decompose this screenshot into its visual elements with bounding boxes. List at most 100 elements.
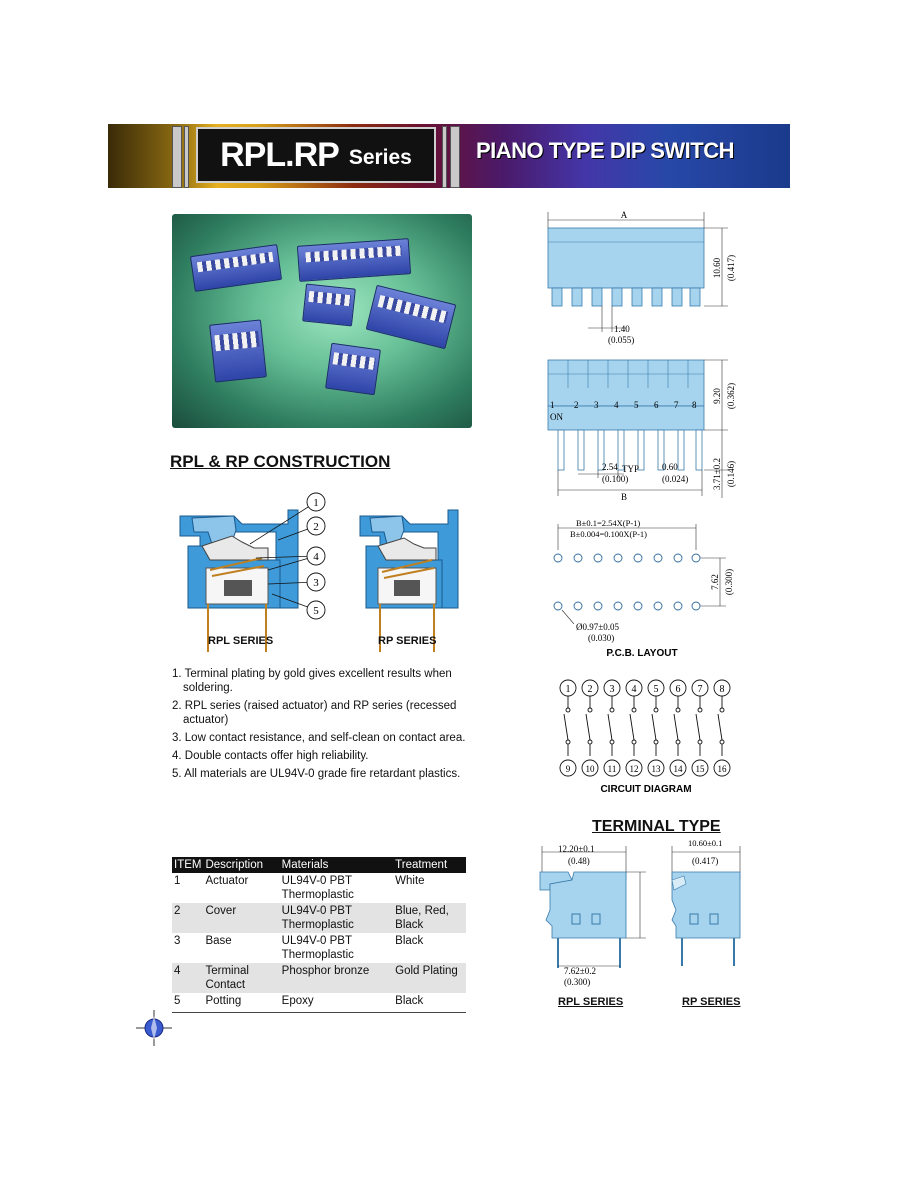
circuit-pin: 8 xyxy=(720,684,725,695)
dim-label: 10.60±0.1 xyxy=(688,840,722,848)
dim-label: (0.055) xyxy=(608,335,634,345)
table-header-row: ITEM Description Materials Treatment xyxy=(172,857,466,873)
dim-label: (0.48) xyxy=(568,856,590,866)
bracket-left-inner xyxy=(184,126,189,188)
circuit-pin: 6 xyxy=(676,684,681,695)
dim-label: B±0.1=2.54X(P-1) xyxy=(576,518,640,528)
photo-switch xyxy=(296,238,412,282)
front-view-drawing xyxy=(547,359,728,498)
cell-treatment: Gold Plating xyxy=(393,963,466,993)
circuit-pin-labels: 1 2 3 4 5 6 7 8 9 10 11 12 13 14 15 16 xyxy=(566,684,728,774)
photo-switch xyxy=(302,283,356,327)
pcb-layout-caption: P.C.B. LAYOUT xyxy=(606,648,677,659)
cell-treatment: Black xyxy=(393,993,466,1013)
rpl-terminal-caption: RPL SERIES xyxy=(558,996,624,1008)
pin-number: 7 xyxy=(674,400,679,410)
photo-switch xyxy=(209,319,267,383)
rp-terminal-caption: RP SERIES xyxy=(682,996,741,1008)
dim-label: 12.20±0.1 xyxy=(558,844,594,854)
rp-terminal-drawing xyxy=(671,846,741,966)
feature-list: 1. Terminal plating by gold gives excell… xyxy=(172,667,472,785)
table-row: 5 Potting Epoxy Black xyxy=(172,993,466,1013)
cell-description: Actuator xyxy=(205,875,249,887)
callout-number: 2 xyxy=(313,521,319,533)
construction-heading: RPL & RP CONSTRUCTION xyxy=(170,452,391,471)
series-title: RPL.RP xyxy=(220,135,340,174)
dim-label: 2.54 xyxy=(602,462,618,472)
dim-label: (0.146) xyxy=(726,461,736,487)
dim-label: (0.024) xyxy=(662,474,688,484)
cell-description: Cover xyxy=(203,903,280,933)
on-label: ON xyxy=(550,412,563,422)
circuit-pin: 7 xyxy=(698,684,703,695)
pin-number: 4 xyxy=(614,400,619,410)
circuit-pin: 15 xyxy=(696,764,706,774)
circuit-pin: 11 xyxy=(608,764,617,774)
cell-description: Potting xyxy=(203,993,280,1013)
dim-label: B xyxy=(621,492,627,502)
dim-label: (0.417) xyxy=(692,856,718,866)
series-title-box: RPL.RP Series xyxy=(196,127,436,183)
cell-item: 5 xyxy=(172,993,204,1013)
dim-label: (0.417) xyxy=(726,255,736,281)
circuit-pin: 10 xyxy=(586,764,596,774)
circuit-pin: 16 xyxy=(718,764,728,774)
callout-lines xyxy=(249,501,317,611)
table-row: 1 Actuator UL94V-0 PBT Thermoplastic Whi… xyxy=(172,873,466,903)
rp-series-caption: RP SERIES xyxy=(378,635,437,647)
terminal-type-heading: TERMINAL TYPE xyxy=(592,818,721,835)
compass-logo xyxy=(136,1010,172,1046)
rp-cross-section xyxy=(359,509,459,652)
dim-label: (0.362) xyxy=(726,383,736,409)
dim-label: TYP xyxy=(622,464,639,474)
cell-description: Terminal Contact xyxy=(203,963,280,993)
cell-item: 3 xyxy=(174,935,181,947)
callout-number: 3 xyxy=(313,577,319,589)
circuit-diagram xyxy=(559,679,731,777)
circuit-pin: 3 xyxy=(610,684,615,695)
terminal-type-drawing: 12.20±0.1 (0.48) 7.62±0.2 (0.300) 10.60±… xyxy=(539,840,741,987)
cell-materials: UL94V-0 PBT Thermoplastic xyxy=(279,903,394,933)
dim-label: 7.62 xyxy=(710,574,720,590)
col-header-description: Description xyxy=(203,857,280,873)
dim-label: 1.40 xyxy=(614,324,630,334)
product-photo xyxy=(172,214,472,428)
pcb-layout-drawing xyxy=(553,524,726,625)
circuit-pin: 9 xyxy=(566,764,571,774)
circuit-pin: 2 xyxy=(588,684,593,695)
construction-drawing: 1 2 4 3 5 xyxy=(179,492,459,652)
pin-number: 2 xyxy=(574,400,579,410)
circuit-pin: 14 xyxy=(674,764,684,774)
photo-switch xyxy=(189,244,283,292)
pin-number: 1 xyxy=(550,400,555,410)
series-subtitle: Series xyxy=(348,146,412,169)
header-banner: RPL.RP Series PIANO TYPE DIP SWITCH xyxy=(108,124,790,188)
circuit-pin: 5 xyxy=(654,684,659,695)
dim-label: 7.62±0.2 xyxy=(564,966,596,976)
spec-table: ITEM Description Materials Treatment 1 A… xyxy=(172,857,466,1013)
cell-item: 1 xyxy=(174,875,181,887)
dimension-drawings: A 10.60 (0.417) 1.40 (0.055) xyxy=(547,210,736,795)
cell-item: 4 xyxy=(172,963,204,993)
cell-materials: UL94V-0 PBT Thermoplastic xyxy=(281,935,354,961)
col-header-materials: Materials xyxy=(279,857,394,873)
pin-number: 3 xyxy=(594,400,599,410)
circuit-pin: 1 xyxy=(566,684,571,695)
feature-item: 3. Low contact resistance, and self-clea… xyxy=(172,732,466,744)
feature-item: 2. RPL series (raised actuator) and RP s… xyxy=(172,700,457,726)
pin-number: 6 xyxy=(654,400,659,410)
dim-label: Ø0.97±0.05 xyxy=(576,622,619,632)
dim-label: (0.100) xyxy=(602,474,628,484)
dim-label: (0.300) xyxy=(564,977,590,987)
col-header-treatment: Treatment xyxy=(393,857,466,873)
photo-switch xyxy=(325,342,381,396)
photo-switch xyxy=(365,284,457,350)
dim-label: A xyxy=(621,210,628,220)
dim-label: B±0.004=0.100X(P-1) xyxy=(570,529,647,539)
pin-number: 8 xyxy=(692,400,697,410)
feature-item: 4. Double contacts offer high reliabilit… xyxy=(172,750,369,762)
side-view-drawing xyxy=(547,212,728,332)
rpl-series-caption: RPL SERIES xyxy=(208,635,274,647)
circuit-diagram-caption: CIRCUIT DIAGRAM xyxy=(600,784,691,795)
dim-label: (0.300) xyxy=(724,569,734,595)
